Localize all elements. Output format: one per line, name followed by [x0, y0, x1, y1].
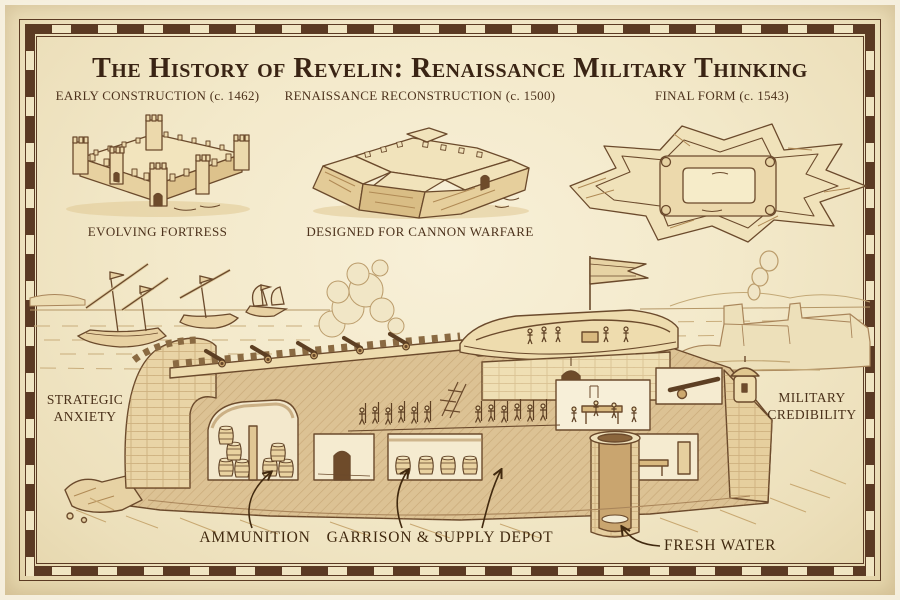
medieval-castle-icon [66, 114, 250, 217]
barrel-icon [226, 441, 242, 461]
stage-early-construction: EARLY CONSTRUCTION (c. 1462) [40, 88, 275, 240]
barrel-icon [234, 458, 250, 478]
barrel-icon [278, 458, 294, 478]
right-wall [723, 356, 773, 503]
barrel-icon [218, 457, 234, 477]
bastion-fort-icon [312, 127, 530, 219]
fresh-water-arrow [622, 527, 661, 547]
door-arch [333, 450, 351, 481]
corridor-room [313, 433, 375, 481]
central-drum-bastion [459, 256, 679, 361]
well [589, 430, 641, 538]
barrel-icon [462, 455, 478, 475]
cannon-icon [667, 376, 721, 393]
ship-icon [179, 268, 240, 329]
garrison-courtyard [347, 381, 561, 432]
callout-arrows [248, 470, 661, 547]
ship-icon [245, 284, 289, 318]
star-fort-icon [569, 123, 867, 243]
fortress-cutaway-scene [29, 250, 871, 547]
cupboard [677, 441, 691, 475]
fortress-cross-section [64, 256, 847, 547]
page-title: The History of Revelin: Renaissance Mili… [92, 52, 808, 84]
vault-pillar [248, 425, 258, 481]
ladder [439, 381, 467, 419]
podium [581, 331, 599, 343]
ammunition-vault [207, 399, 299, 481]
stage-final-form: FINAL FORM (c. 1543) [562, 88, 874, 250]
stage-reconstruction-subcaption: DESIGNED FOR CANNON WARFARE [306, 224, 534, 239]
callout-garrison-supply-depot: GARRISON & SUPPLY DEPOT [326, 529, 554, 546]
sailing-ships-icon [76, 262, 289, 348]
annotation-strategic-anxiety: STRATEGIC ANXIETY [46, 392, 124, 424]
city-smoke-icon [747, 250, 779, 301]
cannon-room [655, 367, 723, 405]
cannon-smoke-icon [318, 259, 405, 338]
distant-city-icon [670, 250, 871, 375]
barrel-icon [218, 425, 234, 445]
well-water [601, 514, 629, 524]
supply-room [387, 433, 483, 481]
barrel-icon [270, 442, 286, 462]
officers-room [555, 379, 651, 431]
flag-icon [589, 257, 649, 285]
ground-hatching [75, 469, 847, 539]
supply-depot-arrow [481, 470, 501, 529]
stage-final-caption: FINAL FORM (c. 1543) [654, 88, 790, 103]
annotation-military-credibility: MILITARY CREDIBILITY [767, 390, 857, 422]
sentry-turret-icon [730, 356, 760, 403]
stage-early-subcaption: EVOLVING FORTRESS [87, 224, 228, 239]
stage-renaissance-reconstruction: RENAISSANCE RECONSTRUCTION (c. 1500) [280, 88, 560, 240]
border-band-top [25, 24, 875, 34]
barrel-icon [418, 455, 434, 475]
garrison-arrow [396, 470, 408, 529]
stage-early-caption: EARLY CONSTRUCTION (c. 1462) [55, 88, 260, 103]
border-band-bottom [25, 566, 875, 576]
ammunition-arrow [248, 472, 271, 529]
table [581, 405, 623, 413]
barrel-icon [440, 455, 456, 475]
callout-ammunition: AMMUNITION [199, 529, 311, 546]
callout-fresh-water: FRESH WATER [664, 537, 777, 554]
stage-reconstruction-caption: RENAISSANCE RECONSTRUCTION (c. 1500) [284, 88, 556, 103]
shore-rocks [64, 475, 143, 524]
ship-icon [76, 262, 169, 348]
